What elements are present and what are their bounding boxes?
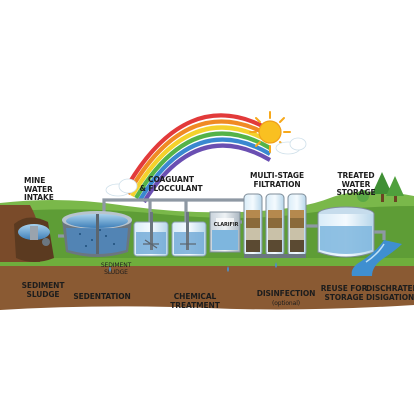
label-disinfection-note: (optional)	[272, 300, 300, 307]
filter-column	[243, 193, 307, 258]
intake-pit	[14, 217, 54, 262]
label-chemical-treatment: CHEMICAL TREATMENT	[170, 292, 220, 310]
cloud-icon	[105, 137, 307, 197]
label-sedimentation: SEDENTATION	[73, 292, 131, 301]
rainbow	[122, 113, 272, 204]
label-sediment-sludge-tank: SEDIMENT SLUDGE	[100, 262, 132, 276]
label-coagulant-flocculant: COAGUANT & FLOCCULANT	[139, 175, 203, 193]
tree-icon	[357, 172, 404, 202]
sedimentation-tank	[62, 211, 132, 257]
storage-tank	[317, 206, 375, 258]
label-reuse-for-storage: REUSE FOR STORAGE	[320, 284, 368, 302]
drip-markers	[109, 262, 277, 272]
label-disinfection: DISINFECTION	[256, 289, 316, 298]
label-discharge-irrigation: DISCHRATER DISIGATION	[366, 284, 414, 302]
sun-icon	[249, 111, 291, 153]
label-clarifier: CLARIFIR	[213, 222, 239, 228]
flocculation-tanks	[133, 212, 207, 257]
label-sediment-sludge: SEDIMENT SLUDGE	[21, 281, 65, 299]
clarifier-tank	[209, 211, 241, 253]
label-multi-stage-filtration: MULTI-STAGE FILTRATION	[249, 171, 305, 189]
label-treated-water-storage: TREATED WATER STORAGE	[336, 171, 376, 197]
river	[351, 240, 402, 276]
label-mine-water-intake: MINE WATER INTAKE	[24, 176, 54, 202]
